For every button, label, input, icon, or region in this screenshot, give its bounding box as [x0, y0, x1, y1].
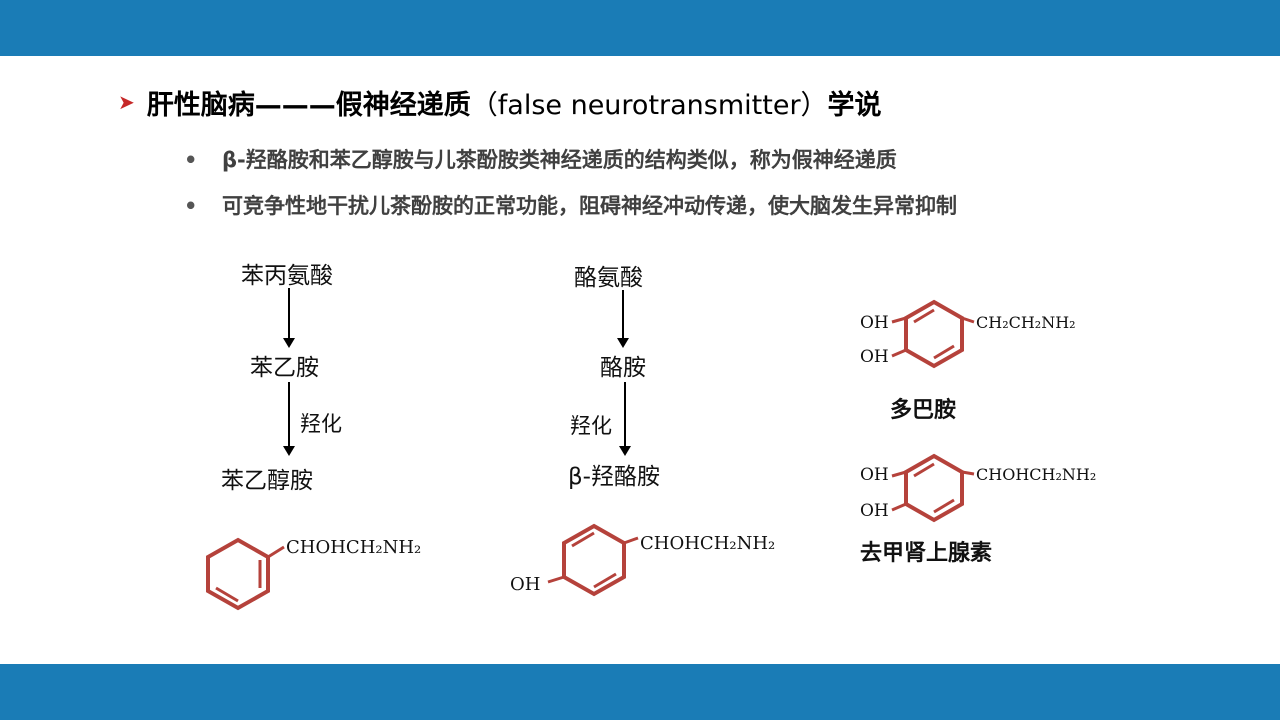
- oh-text: OH: [860, 465, 889, 485]
- oh-text: OH: [510, 574, 540, 595]
- title-paren: （false neurotransmitter）: [470, 89, 828, 121]
- structure-dopamine: OH OH CH₂CH₂NH₂: [860, 299, 1076, 369]
- formula-text: CHOHCH₂NH₂: [640, 533, 775, 554]
- oh-text: OH: [860, 501, 889, 521]
- bullet-list: •β-羟酪胺和苯乙醇胺与儿茶酚胺类神经递质的结构类似，称为假神经递质 •可竞争性…: [184, 142, 957, 234]
- name-dopamine: 多巴胺: [890, 398, 957, 423]
- oh-text: OH: [860, 347, 889, 367]
- bullet-item: •可竞争性地干扰儿茶酚胺的正常功能，阻碍神经冲动传递，使大脑发生异常抑制: [184, 188, 957, 224]
- arrow-down-icon: [283, 382, 295, 456]
- title-suffix: 学说: [827, 89, 882, 121]
- bullet-dot-icon: •: [184, 148, 198, 172]
- oh-text: OH: [860, 313, 889, 333]
- formula-text: CHOHCH₂NH₂: [286, 537, 421, 558]
- formula-text: CH₂CH₂NH₂: [976, 313, 1076, 332]
- node-phenylalanine: 苯丙氨酸: [241, 263, 333, 289]
- slide-title: ➤ 肝性脑病———假神经递质 （false neurotransmitter） …: [118, 82, 882, 122]
- label-hydroxylation: 羟化: [570, 414, 612, 438]
- node-tyramine: 酪胺: [600, 355, 646, 381]
- benzene-ring: [562, 523, 626, 597]
- arrow-down-icon: [283, 288, 295, 348]
- bullet-dot-icon: •: [184, 194, 198, 218]
- top-band: [0, 0, 1280, 56]
- label-hydroxylation: 羟化: [300, 412, 342, 436]
- formula-text: CHOHCH₂NH₂: [976, 465, 1096, 484]
- title-main: 肝性脑病———假神经递质: [146, 89, 471, 121]
- bullet-item: •β-羟酪胺和苯乙醇胺与儿茶酚胺类神经递质的结构类似，称为假神经递质: [184, 142, 957, 178]
- arrow-down-icon: [617, 290, 629, 348]
- name-norepinephrine: 去甲肾上腺素: [860, 541, 993, 566]
- structure-norepinephrine: OH OH CHOHCH₂NH₂: [860, 453, 1096, 523]
- node-octopamine: β-羟酪胺: [568, 464, 660, 490]
- arrow-bullet-icon: ➤: [118, 90, 135, 114]
- bottom-band: [0, 664, 1280, 720]
- node-phenylethanolamine: 苯乙醇胺: [221, 468, 313, 494]
- structure-octopamine: CHOHCH₂NH₂ OH: [510, 523, 775, 597]
- node-phenylethylamine: 苯乙胺: [250, 355, 319, 381]
- structure-phenylethanolamine: CHOHCH₂NH₂: [206, 537, 421, 611]
- node-tyrosine: 酪氨酸: [574, 265, 643, 291]
- arrow-down-icon: [619, 382, 631, 456]
